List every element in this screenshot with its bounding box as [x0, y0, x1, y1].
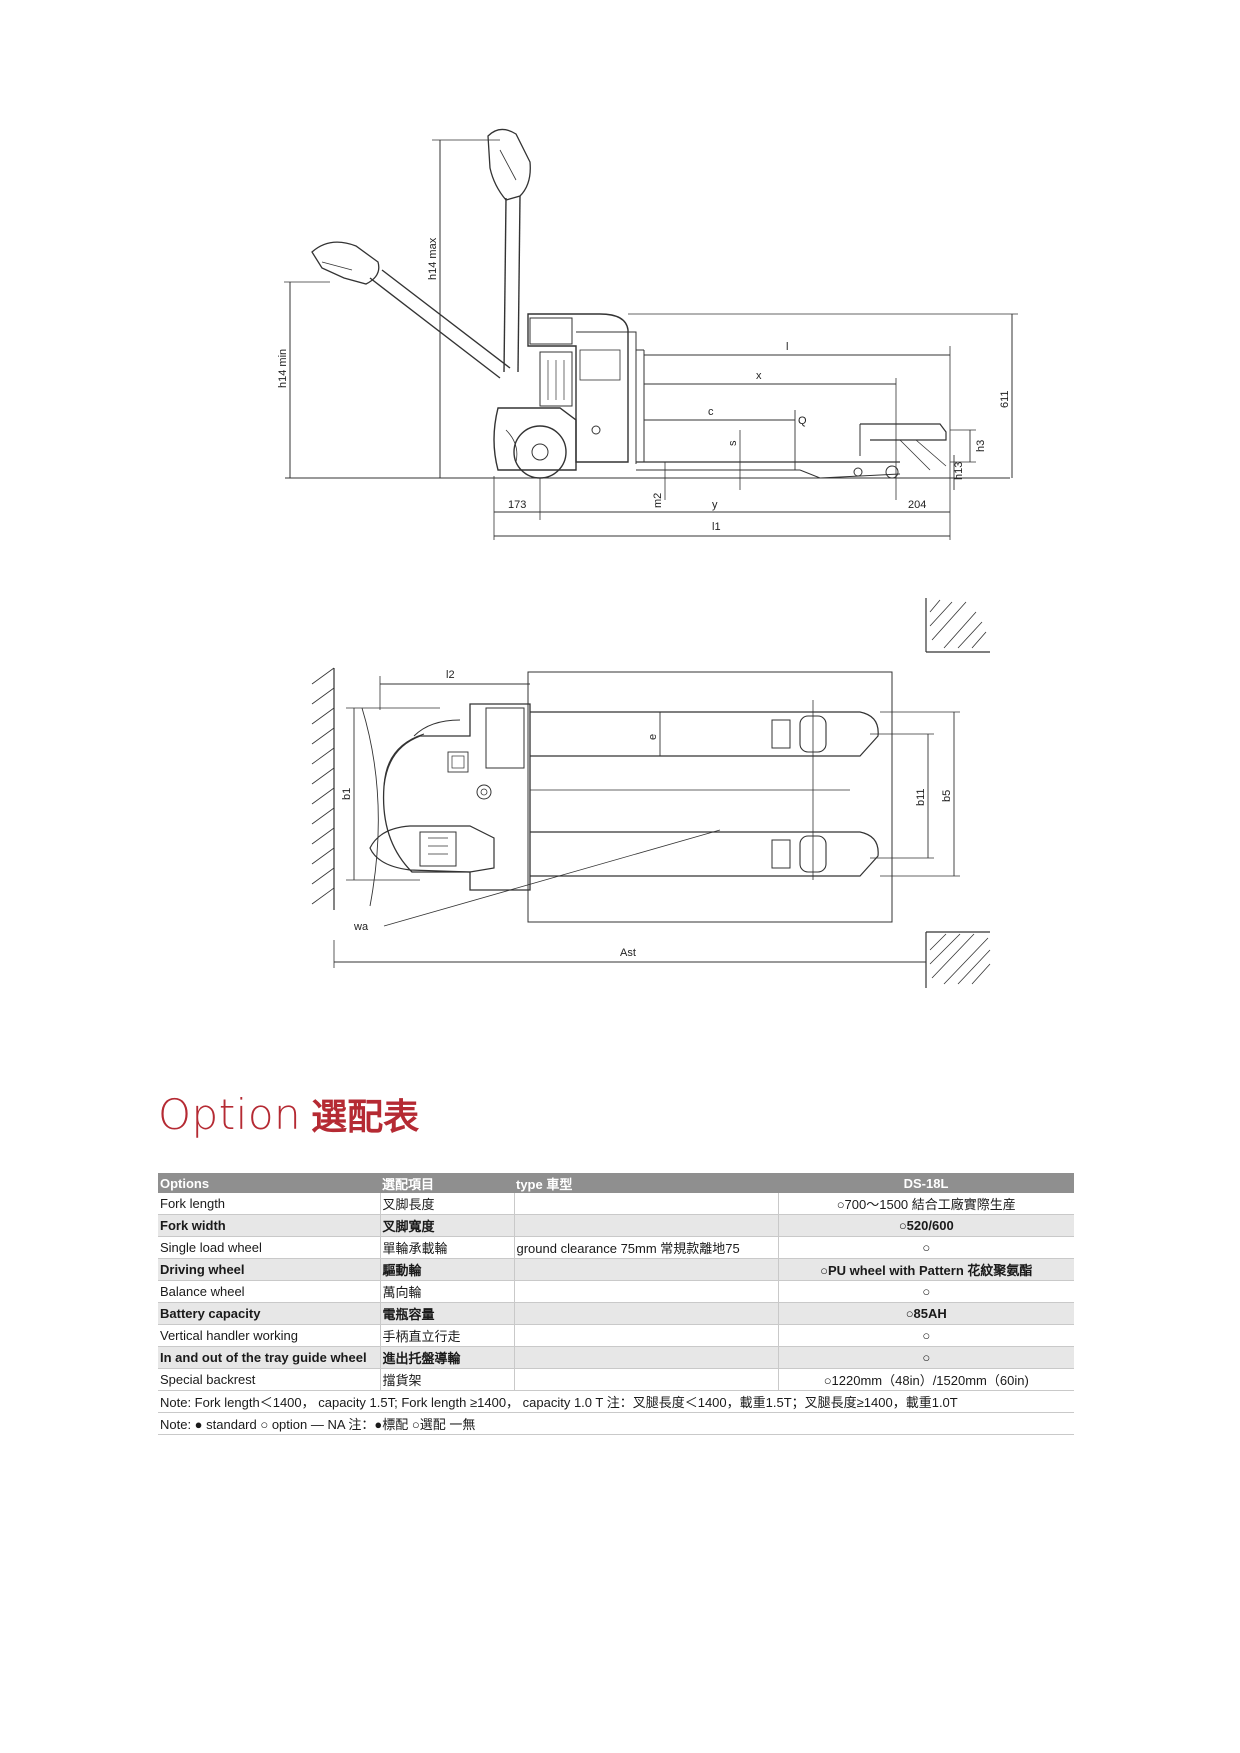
- cell-item: 叉脚長度: [380, 1193, 515, 1215]
- label-l2: l2: [446, 669, 455, 681]
- table-row: Battery capacity 電瓶容量 ○85AH: [158, 1302, 1074, 1325]
- cell-value: ○: [778, 1280, 1074, 1303]
- label-c: c: [708, 406, 714, 418]
- header-item: 選配項目: [380, 1173, 514, 1193]
- top-view-labels: l2 e b1 b11 b5 wa Ast: [341, 669, 953, 959]
- cell-value: ○: [778, 1324, 1074, 1347]
- label-h13: h13: [953, 462, 965, 480]
- note-row: Note: ● standard ○ option — NA 注：●標配 ○選配…: [158, 1412, 1074, 1435]
- table-header-row: Options 選配項目 type 車型 DS-18L: [158, 1173, 1074, 1193]
- note-legend: Note: ● standard ○ option — NA 注：●標配 ○選配…: [158, 1412, 1074, 1435]
- cell-option: Special backrest: [158, 1368, 381, 1391]
- header-options: Options: [158, 1173, 380, 1193]
- cell-value: ○: [778, 1346, 1074, 1369]
- top-view: [311, 598, 991, 988]
- header-model: DS-18L: [778, 1173, 1074, 1193]
- cell-value: ○PU wheel with Pattern 花紋聚氨酯: [778, 1258, 1074, 1281]
- cell-item: 進出托盤導輪: [380, 1346, 515, 1369]
- header-type: type 車型: [514, 1173, 778, 1193]
- cell-type: ground clearance 75mm 常規款離地75: [514, 1236, 779, 1259]
- cell-value: ○700～1500 結合工廠實際生産: [778, 1193, 1074, 1215]
- cell-item: 手柄直立行走: [380, 1324, 515, 1347]
- note-row: Note: Fork length＜1400， capacity 1.5T; F…: [158, 1390, 1074, 1413]
- label-e: e: [647, 734, 659, 740]
- cell-type: [514, 1346, 779, 1369]
- label-204: 204: [908, 499, 926, 511]
- cell-item: 單輪承載輪: [380, 1236, 515, 1259]
- cell-type: [514, 1324, 779, 1347]
- table-row: Single load wheel 單輪承載輪 ground clearance…: [158, 1236, 1074, 1259]
- cell-value: ○520/600: [778, 1214, 1074, 1237]
- heading-en: Option: [158, 1090, 302, 1139]
- label-h14-max: h14 max: [427, 237, 439, 280]
- cell-type: [514, 1280, 779, 1303]
- table-row: Fork width 叉脚寬度 ○520/600: [158, 1214, 1074, 1237]
- section-heading: Option 選配表: [158, 1088, 419, 1148]
- label-b1: b1: [341, 788, 353, 800]
- label-y: y: [712, 499, 718, 511]
- label-h3: h3: [975, 440, 987, 452]
- cell-option: Single load wheel: [158, 1236, 381, 1259]
- label-q: Q: [798, 415, 807, 427]
- cell-type: [514, 1368, 779, 1391]
- note-capacity: Note: Fork length＜1400， capacity 1.5T; F…: [158, 1390, 1074, 1413]
- label-s: s: [727, 440, 739, 446]
- side-view-labels: h14 max h14 min l x c Q s h3 h13 611 173…: [277, 237, 1011, 533]
- label-wa: wa: [353, 921, 369, 933]
- label-m2: m2: [652, 493, 664, 508]
- cell-type: [514, 1258, 779, 1281]
- cell-item: 電瓶容量: [380, 1302, 515, 1325]
- cell-item: 萬向輪: [380, 1280, 515, 1303]
- table-row: Balance wheel 萬向輪 ○: [158, 1280, 1074, 1303]
- table-row: Driving wheel 驅動輪 ○PU wheel with Pattern…: [158, 1258, 1074, 1281]
- table-row: Special backrest 擋貨架 ○1220mm（48in）/1520m…: [158, 1368, 1074, 1391]
- label-b11: b11: [915, 788, 927, 806]
- table-row: Fork length 叉脚長度 ○700～1500 結合工廠實際生産: [158, 1193, 1074, 1215]
- cell-option: In and out of the tray guide wheel: [158, 1346, 381, 1369]
- cell-type: [514, 1302, 779, 1325]
- label-173: 173: [508, 499, 526, 511]
- table-row: In and out of the tray guide wheel 進出托盤導…: [158, 1346, 1074, 1369]
- label-b5: b5: [941, 790, 953, 802]
- label-l: l: [786, 341, 788, 353]
- cell-option: Fork length: [158, 1193, 381, 1215]
- cell-item: 叉脚寬度: [380, 1214, 515, 1237]
- cell-item: 驅動輪: [380, 1258, 515, 1281]
- cell-value: ○85AH: [778, 1302, 1074, 1325]
- cell-item: 擋貨架: [380, 1368, 515, 1391]
- technical-drawing: h14 max h14 min l x c Q s h3 h13 611 173…: [277, 128, 1018, 988]
- cell-option: Battery capacity: [158, 1302, 381, 1325]
- label-h14-min: h14 min: [277, 349, 289, 388]
- cell-type: [514, 1214, 779, 1237]
- label-ast: Ast: [620, 947, 636, 959]
- cell-value: ○1220mm（48in）/1520mm（60in): [778, 1368, 1074, 1391]
- cell-option: Vertical handler working: [158, 1324, 381, 1347]
- cell-value: ○: [778, 1236, 1074, 1259]
- label-611: 611: [999, 390, 1011, 408]
- cell-type: [514, 1193, 779, 1215]
- cell-option: Driving wheel: [158, 1258, 381, 1281]
- side-view: [284, 128, 1018, 540]
- label-l1: l1: [712, 521, 721, 533]
- options-table: Options 選配項目 type 車型 DS-18L Fork length …: [158, 1173, 1074, 1435]
- heading-zh: 選配表: [311, 1097, 420, 1138]
- table-row: Vertical handler working 手柄直立行走 ○: [158, 1324, 1074, 1347]
- cell-option: Balance wheel: [158, 1280, 381, 1303]
- cell-option: Fork width: [158, 1214, 381, 1237]
- label-x: x: [756, 370, 762, 382]
